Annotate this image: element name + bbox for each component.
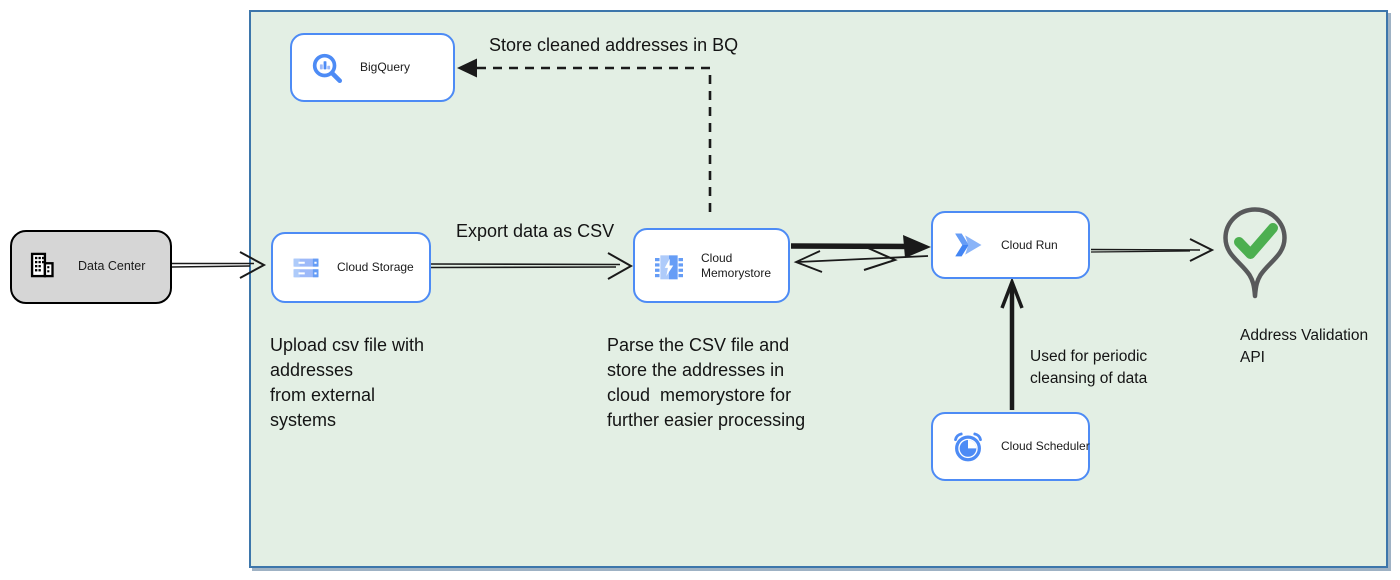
node-label: Data Center	[78, 259, 146, 274]
node-cloud-storage[interactable]: Cloud Storage	[271, 232, 431, 303]
annotation-parse-note: Parse the CSV file and store the address…	[607, 335, 806, 430]
node-label: Cloud Run	[1001, 237, 1058, 252]
annotation-store-bq: Store cleaned addresses in BQ	[489, 35, 739, 55]
annotation-periodic-note: Used for periodic cleansing of data	[1030, 348, 1148, 387]
address-validation-label: Address Validation API	[1240, 327, 1369, 366]
node-cloud-memorystore[interactable]: Cloud Memorystore	[633, 228, 790, 303]
data-center-building-icon	[28, 251, 56, 284]
cloud-run-icon	[951, 228, 985, 262]
cloud-memorystore-icon	[653, 250, 685, 282]
map-pin-check-icon	[1223, 207, 1287, 299]
gcp-boundary-container	[249, 10, 1388, 568]
annotation-export-csv: Export data as CSV	[456, 221, 615, 241]
address-validation-pin[interactable]	[1222, 206, 1288, 311]
cloud-storage-icon	[291, 253, 321, 283]
node-bigquery[interactable]: BigQuery	[290, 33, 455, 102]
node-cloud-run[interactable]: Cloud Run	[931, 211, 1090, 279]
node-label: Cloud Scheduler	[1001, 439, 1090, 453]
node-data-center[interactable]: Data Center	[10, 230, 172, 304]
node-cloud-scheduler[interactable]: Cloud Scheduler	[931, 412, 1090, 481]
annotation-upload-note: Upload csv file with addresses from exte…	[270, 335, 425, 430]
node-label: BigQuery	[360, 60, 411, 74]
node-label: Cloud Memorystore	[701, 250, 772, 280]
bigquery-icon	[310, 51, 344, 85]
cloud-scheduler-icon	[951, 430, 985, 464]
node-label: Cloud Storage	[337, 260, 414, 274]
